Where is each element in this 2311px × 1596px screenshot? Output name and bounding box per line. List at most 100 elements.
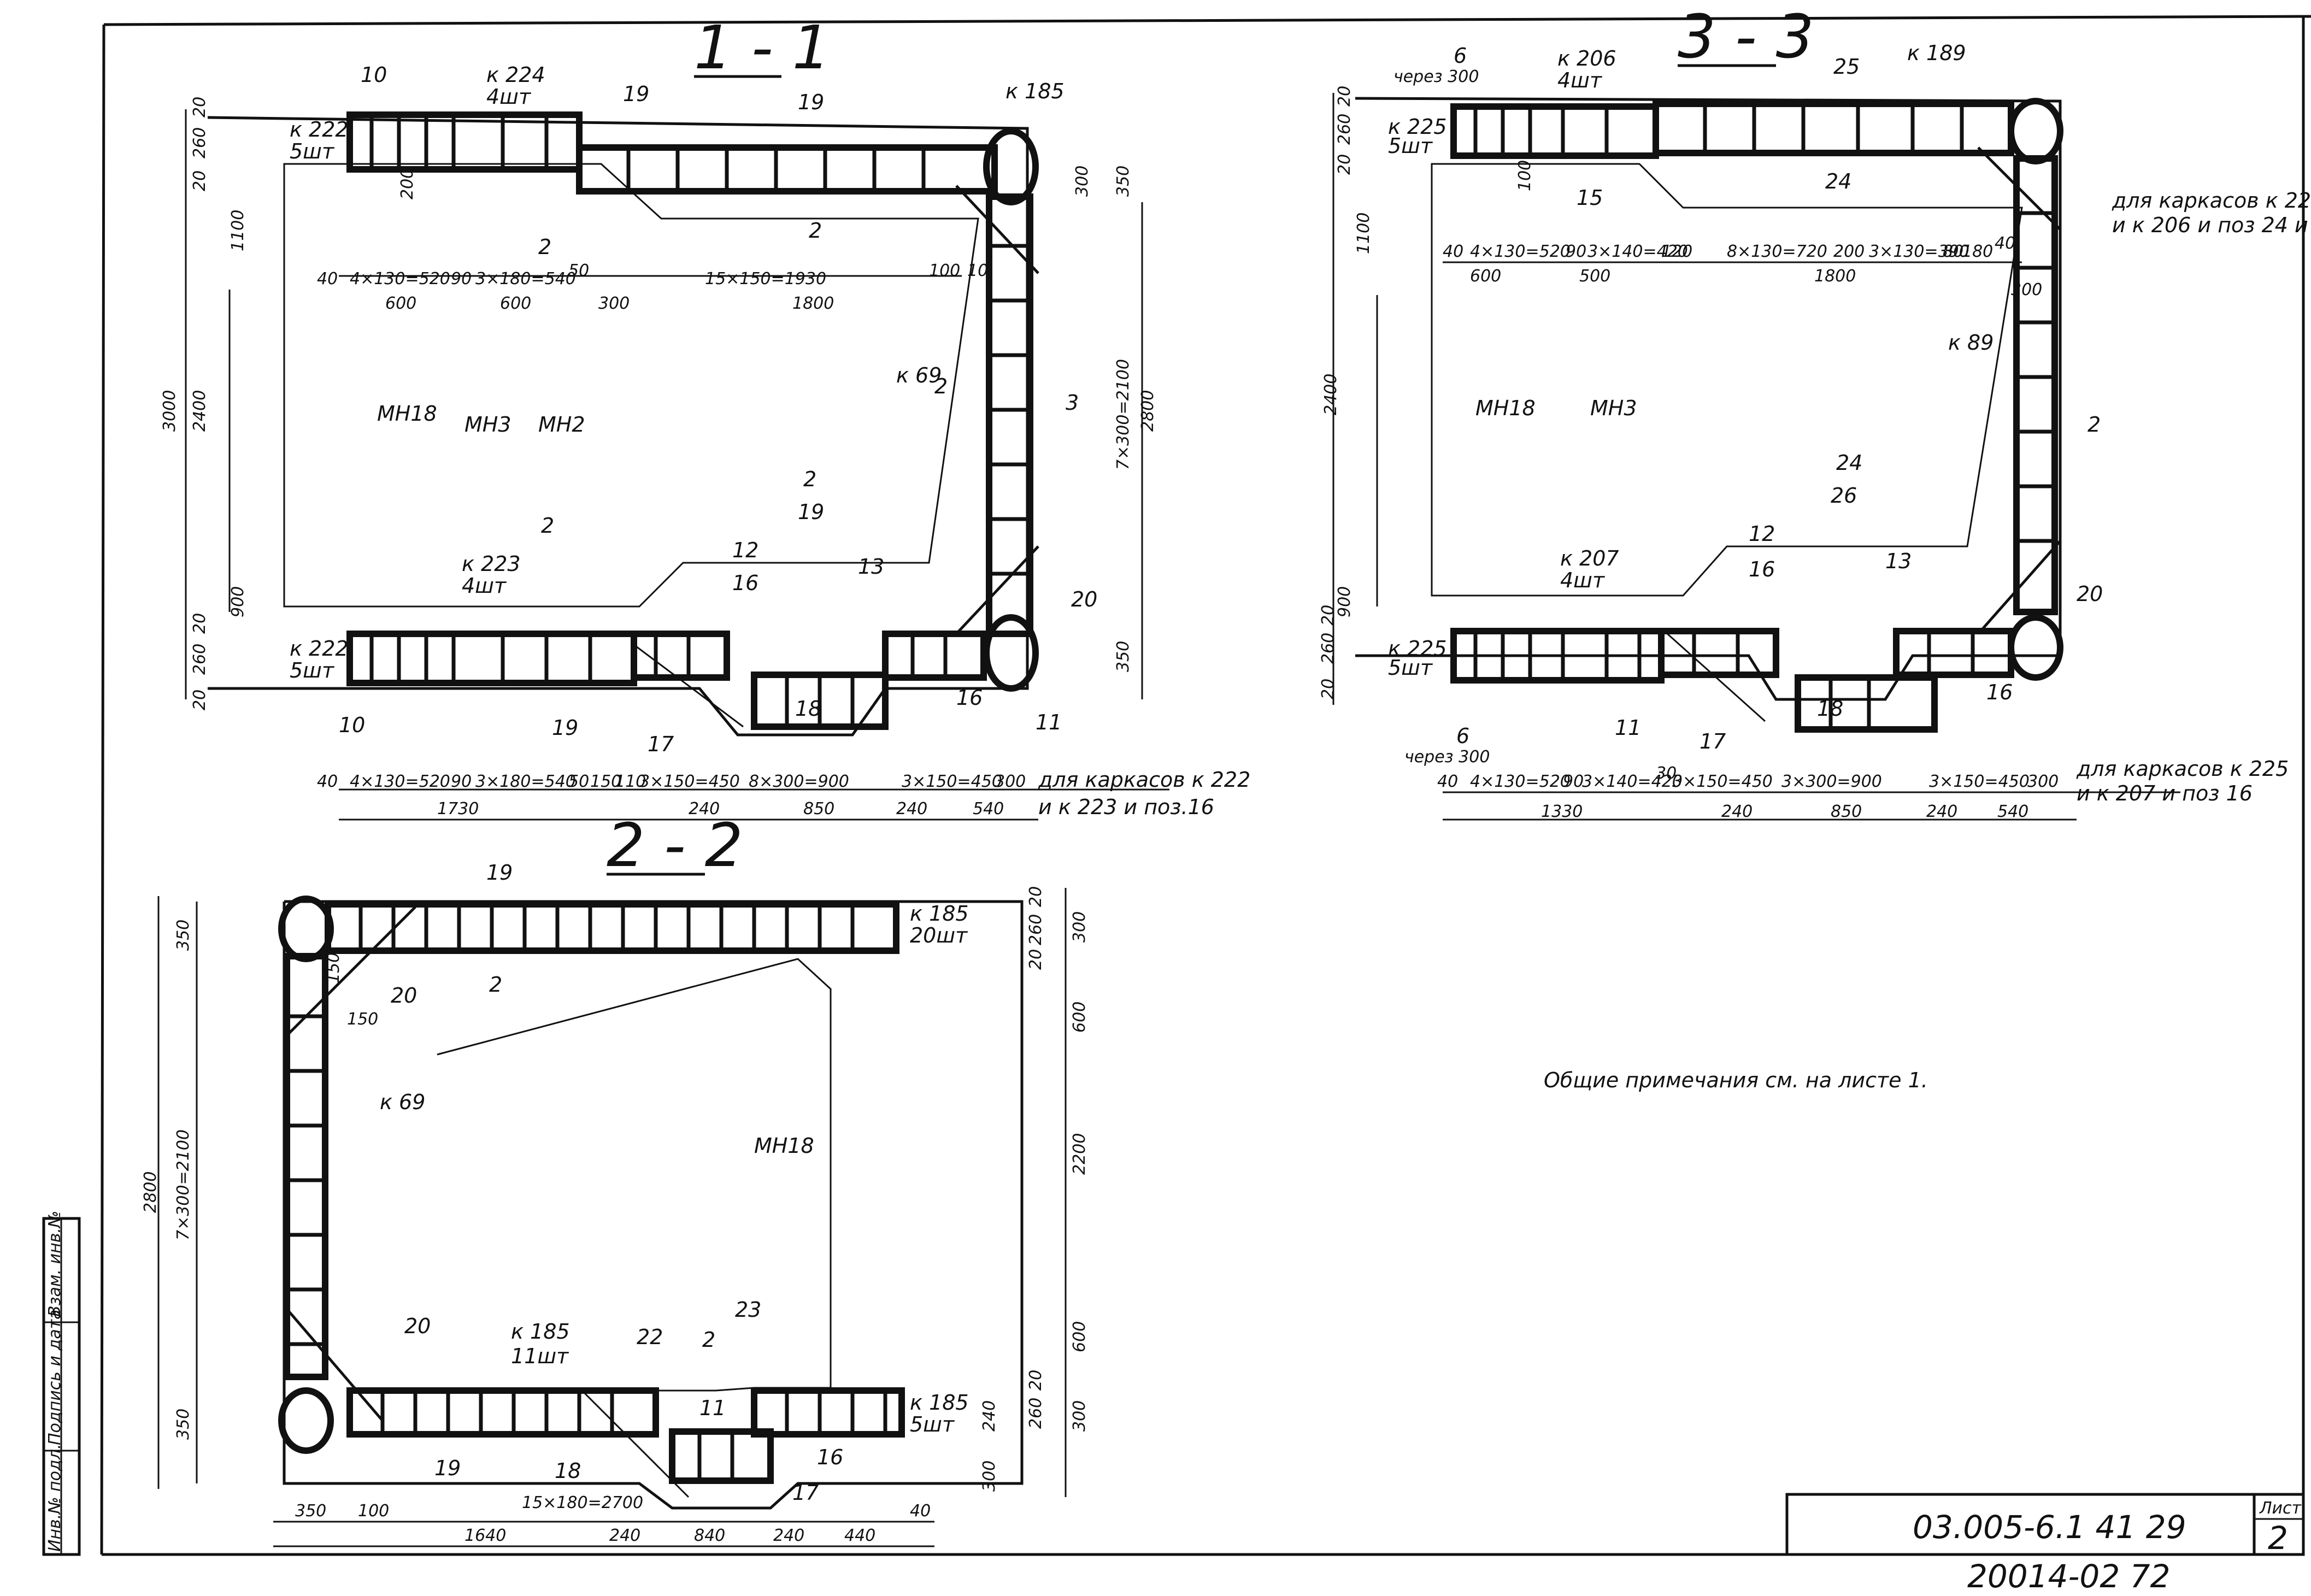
top-stirrups [369,115,926,191]
stamp-signature-date: Подпись и дата [45,1310,64,1446]
label: МН18 [754,1134,814,1158]
label: к 222 [290,117,349,142]
label: 3 [1066,391,1079,415]
label: 2 [538,235,551,259]
dimension: 260 [1319,633,1338,664]
dimension: 350 [174,920,193,951]
dimension: 300 [1070,911,1089,943]
label: к 185 [511,1320,570,1344]
section-3-3: 3 - 3 [1319,2,2311,821]
label: к 225 [1388,115,1447,139]
dimension: 2400 [190,390,209,432]
bottom-stirrups [1473,631,1975,729]
archive-number: 20014-02 72 [1967,1558,2170,1595]
section-2-2: 2 - 2 [141,810,1089,1547]
dimension: 350 [174,1409,193,1440]
dimension: 90 [1566,242,1586,261]
dimension: 240 [609,1526,640,1545]
dimension: 850 [803,799,834,818]
dimension: 40 [1443,242,1463,261]
label: 4шт [1560,568,1606,592]
dimension: 90 [1563,772,1584,791]
label: МН3 [464,413,511,437]
bottom-stirrups [380,1391,887,1481]
dimension: 50 [568,772,589,791]
title-block: 03.005-6.1 41 29 Лист 2 20014-02 72 [1785,1493,2305,1595]
label: 12 [732,538,758,562]
dimension: 40 [317,772,338,791]
label: 16 [817,1445,843,1469]
dimension: 20 [1319,605,1338,626]
label: 10 [361,63,387,87]
label: к 225 [1388,637,1447,661]
label: МН18 [1475,396,1536,420]
dimension: 240 [980,1400,999,1432]
top-stirrups [358,904,855,951]
dimension: 1640 [464,1526,506,1545]
note: и к 206 и поз 24 и 25 [2112,213,2311,237]
label: к 222 [290,637,349,661]
sheet-label: Лист [2259,1499,2302,1518]
section-1-1: 1 - 1 [160,13,1250,821]
label: 16 [956,686,983,710]
dimension: 240 [773,1526,804,1545]
dimension: 840 [694,1526,725,1545]
dimension: 300 [1073,166,1092,197]
dimension: 540 [973,799,1004,818]
dimension: 300 [1070,1400,1089,1432]
dimension: 120 [1661,242,1692,261]
dimension: 20 [1026,1370,1045,1391]
label: 2 [489,973,502,997]
dimension: 1330 [1541,802,1583,821]
label: 5шт [290,658,335,682]
dimension: 20 [190,690,209,710]
label: к 223 [462,552,521,576]
dimension: 300 [2011,280,2042,299]
label: 4шт [462,574,507,598]
dimension: 4×130=520 [1470,242,1571,261]
label: к 185 [910,1391,969,1415]
label: 2 [2087,413,2101,437]
dimension: 3×140=420 [1587,242,1688,261]
dimension: 40 [910,1501,931,1521]
label: 2 [702,1328,715,1352]
inner-opening [283,163,979,608]
note: и к 223 и поз.16 [1038,795,1214,819]
label: 5шт [1388,134,1433,158]
stamp-inv-number: Инв.№ подл. [45,1444,64,1552]
label: 16 [1986,680,2013,704]
label: 2 [934,374,948,398]
dimension: 8×130=720 [1727,242,1827,261]
label: 17 [1700,729,1726,753]
label: 6 [1454,44,1467,68]
dimension: 3×150=450 [1672,772,1773,791]
dimension: 20 [190,613,209,634]
dimension: 20 [1335,86,1354,107]
label: 11 [699,1396,726,1420]
dimension: 40 [1437,772,1458,791]
label: 19 [552,716,578,740]
dimension: 2800 [141,1171,160,1213]
dimension: 900 [228,586,248,617]
dimension: 90 [451,269,472,288]
dimension: 20 [1319,679,1338,699]
dimension: 100 [1515,160,1534,191]
label: 19 [623,82,649,106]
label: 5шт [910,1412,955,1436]
dimension: 260 [1026,1398,1045,1429]
dimension: 1800 [792,294,834,313]
dimension: 260 [190,644,209,675]
label: 24 [1825,169,1851,193]
label: 150 [324,952,343,983]
left-stamp: Инв.№ подл. Подпись и дата Взам. инв.№ [42,1211,81,1556]
dimension: 20 [1026,949,1045,970]
label: 18 [555,1459,581,1483]
dimension: 90 [451,772,472,791]
dimension: 15×150=1930 [705,269,826,288]
dimension: 7×300=2100 [174,1129,193,1240]
concrete-outline [283,900,1024,1510]
dimension: 20 [190,97,209,117]
label: 11 [1615,716,1641,740]
label: 2 [809,219,822,243]
